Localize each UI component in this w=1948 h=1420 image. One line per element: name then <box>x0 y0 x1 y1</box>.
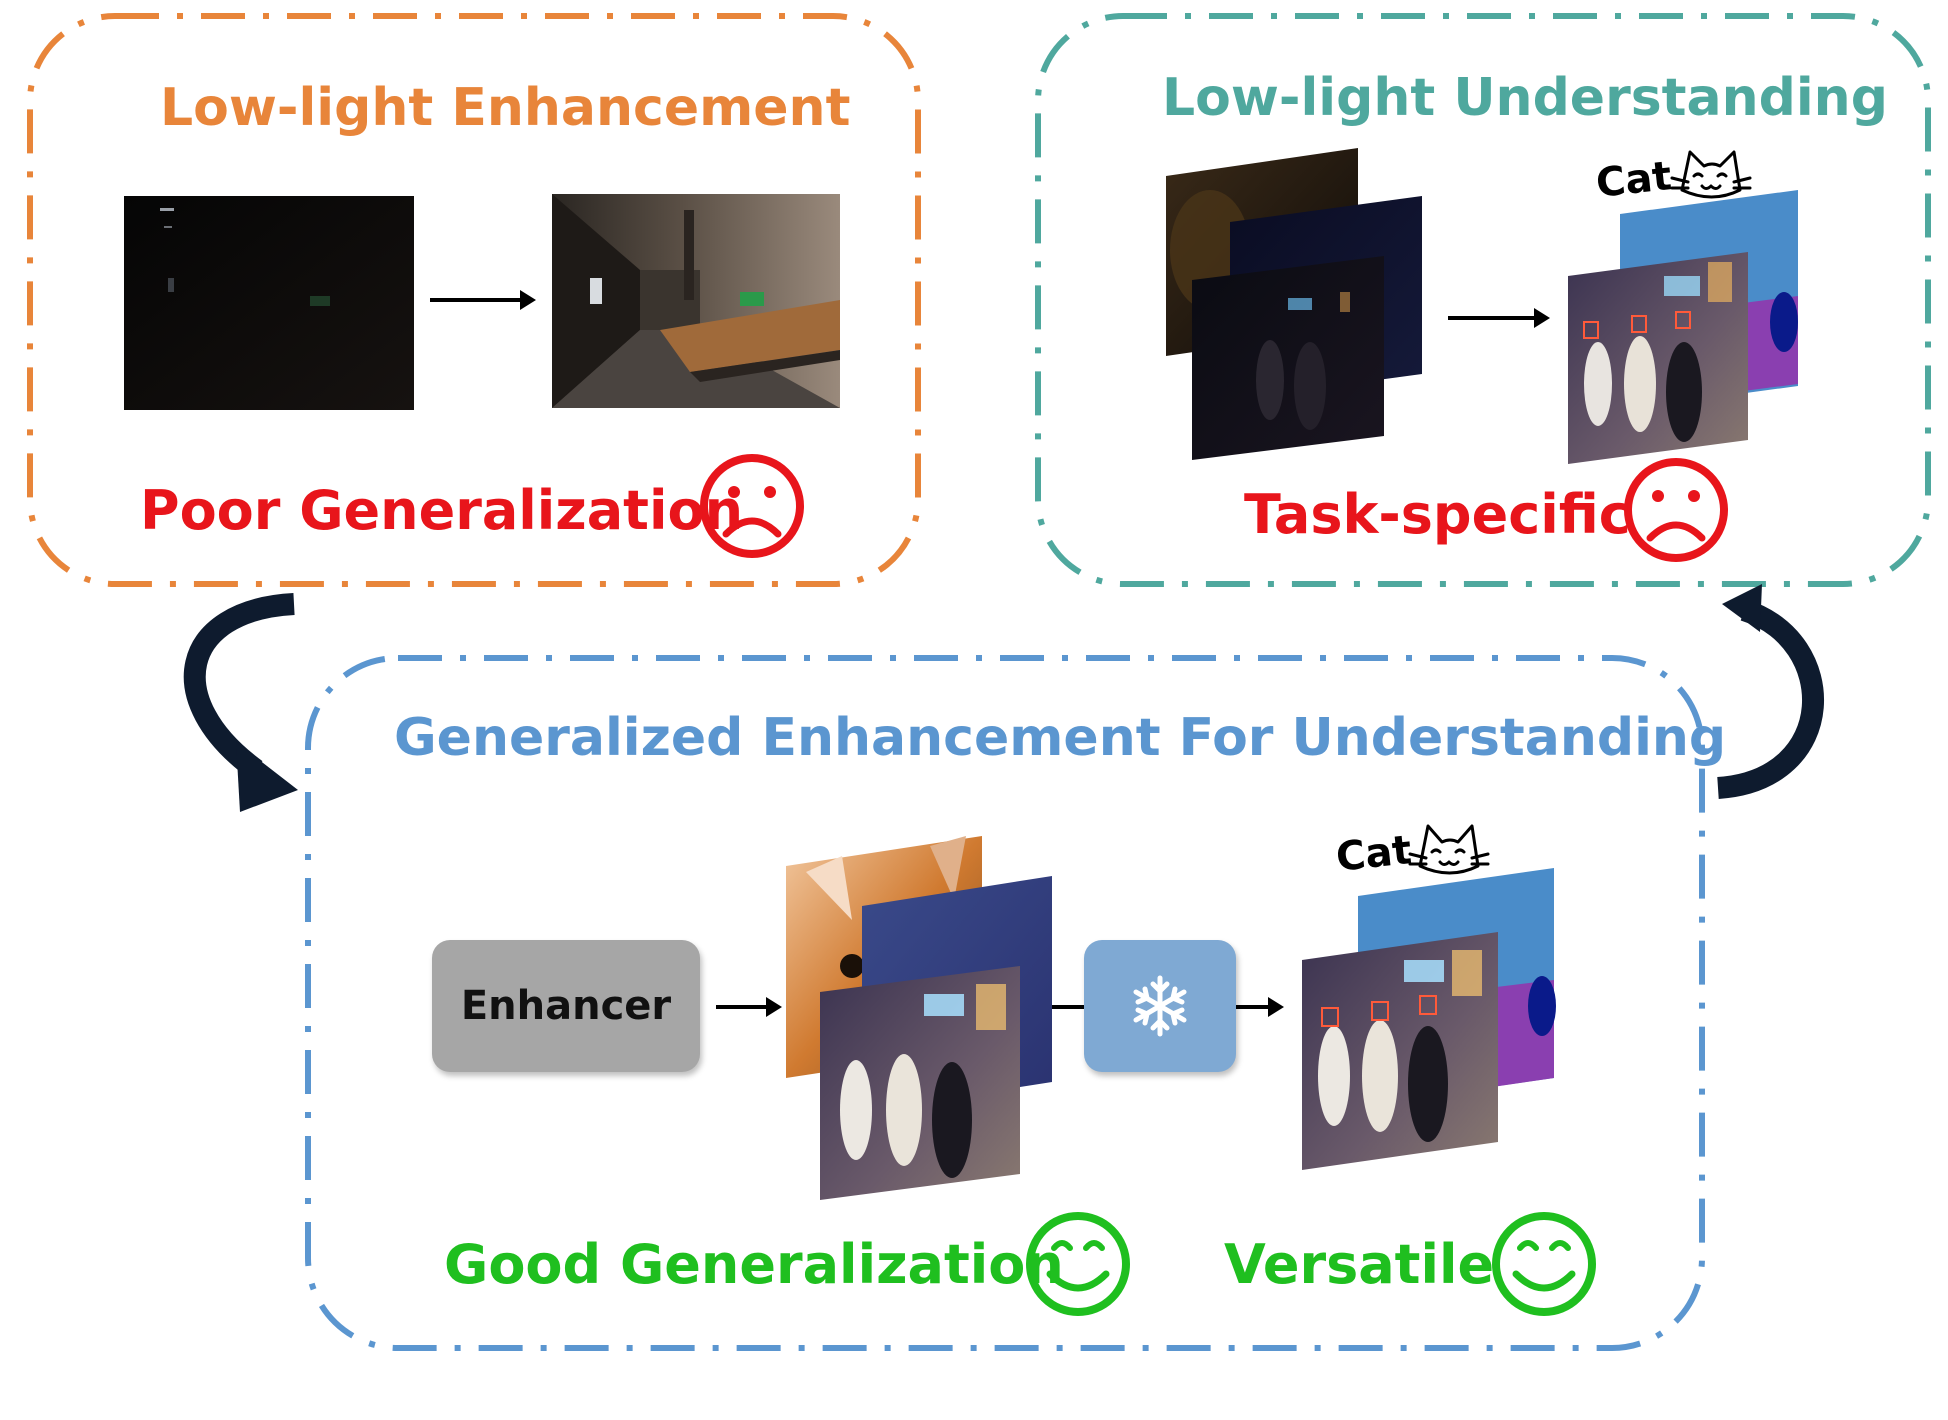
understanding-task-label: Cat <box>1593 153 1674 207</box>
enhancer-output-arrow-head <box>766 997 782 1017</box>
frozen-model-block <box>1084 940 1236 1072</box>
cat-face-icon <box>1670 150 1752 199</box>
left-curved-arrow <box>183 593 298 812</box>
enhancement-panel-border <box>27 13 921 587</box>
generalized-panel-title: Generalized Enhancement For Understandin… <box>394 708 1727 768</box>
snowflake-icon <box>1133 975 1187 1037</box>
enhancement-arrow-head <box>520 290 536 310</box>
bright-street-image <box>820 966 1020 1200</box>
generalized-task-label: Cat <box>1333 827 1414 881</box>
dark-street-image <box>1192 256 1384 460</box>
smile-face-icon <box>1492 1212 1596 1316</box>
right-curved-arrow <box>1716 584 1824 799</box>
low-light-input-image <box>124 196 414 410</box>
understanding-panel-title: Low-light Understanding <box>1162 68 1888 128</box>
generalized-verdict-right: Versatile <box>1224 1233 1495 1296</box>
smile-face-icon <box>1026 1212 1130 1316</box>
enhancer-label: Enhancer <box>460 983 672 1029</box>
detection-image <box>1568 252 1748 464</box>
sad-face-icon <box>1624 458 1728 562</box>
cat-face-icon <box>1408 824 1490 875</box>
enhancer-block: Enhancer <box>432 940 700 1072</box>
detection-image <box>1302 932 1498 1170</box>
generalized-verdict-left: Good Generalization <box>444 1233 1064 1296</box>
generalized-panel-border <box>305 655 1705 1351</box>
understanding-verdict: Task-specific <box>1244 483 1631 546</box>
sad-face-icon <box>700 454 804 558</box>
understanding-arrow-head <box>1534 308 1550 328</box>
frozen-output-arrow-head <box>1268 997 1284 1017</box>
enhancement-panel-title: Low-light Enhancement <box>160 78 851 138</box>
enhanced-output-image <box>552 194 840 408</box>
enhancement-verdict: Poor Generalization <box>140 479 744 542</box>
understanding-panel-border <box>1035 13 1931 587</box>
